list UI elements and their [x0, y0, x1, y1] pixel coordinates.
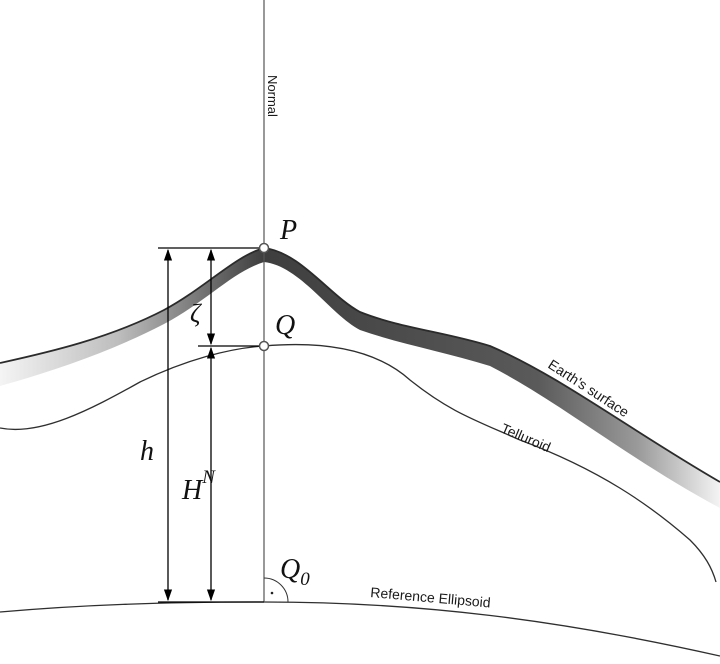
point-q-label: Q [275, 310, 295, 341]
point-q-marker [258, 340, 270, 352]
zeta-label: ζ [190, 299, 202, 328]
earth-surface [0, 247, 720, 508]
point-p-marker [258, 242, 270, 254]
earth-surface-line [0, 247, 720, 483]
telluroid-curve [0, 343, 717, 583]
right-angle-arc [263, 577, 289, 603]
h-label: h [140, 436, 154, 467]
hn-label: HN [181, 467, 216, 506]
telluroid-label: Telluroid [499, 420, 553, 455]
reference-ellipsoid-curve [0, 601, 720, 657]
earth-surface-band-left [0, 248, 264, 386]
point-p-label: P [279, 215, 297, 246]
point-q0-label: Q0 [280, 554, 310, 590]
normal-label: Normal [265, 75, 280, 117]
earth-surface-band-right [264, 248, 720, 508]
right-angle-dot [270, 591, 274, 595]
